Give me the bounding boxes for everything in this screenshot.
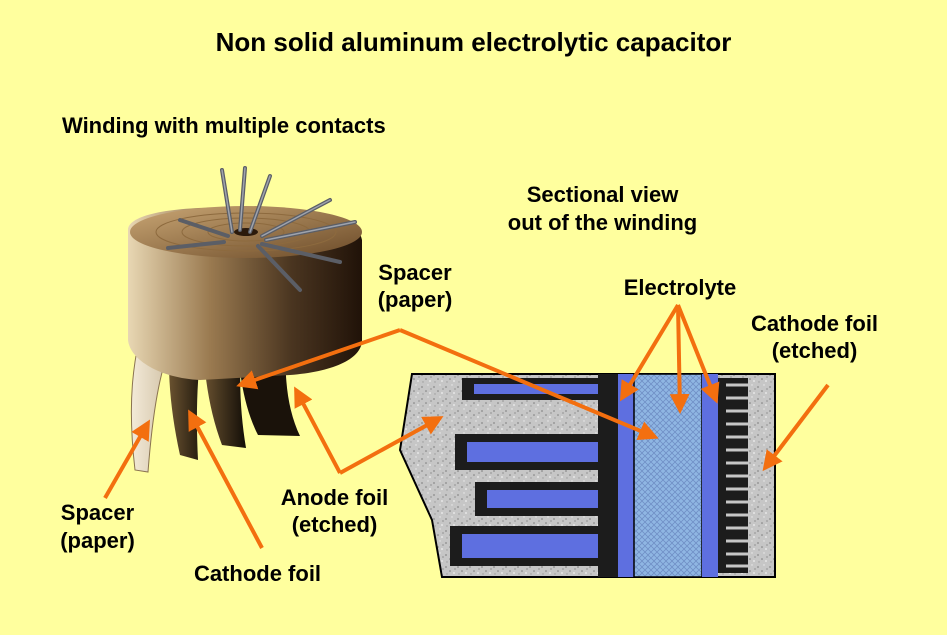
arrow-cathode-etched [762, 383, 830, 472]
label-anode-foil-line2: (etched) [291, 512, 378, 537]
arrow-spacer-bottom [103, 419, 150, 499]
label-anode-foil-line1: Anode foil [280, 485, 389, 510]
arrow-spacer-top-left [236, 328, 401, 390]
capacitor-winding-illustration [128, 166, 362, 473]
arrow-electrolyte-left [619, 303, 680, 402]
label-spacer-bottom-line2: (paper) [60, 528, 135, 553]
pointer-arrows [103, 303, 830, 549]
label-spacer-bottom-line1: Spacer [60, 500, 135, 525]
label-winding: Winding with multiple contacts [62, 113, 386, 138]
sectional-view [398, 373, 776, 578]
label-spacer-top-line2: (paper) [377, 287, 453, 312]
label-electrolyte: Electrolyte [623, 275, 737, 300]
diagram-title: Non solid aluminum electrolytic capacito… [215, 27, 732, 57]
label-sectional-view-line2: out of the winding [507, 210, 698, 235]
label-cathode-foil: Cathode foil [193, 561, 322, 586]
anode-foil-section [450, 374, 618, 577]
arrow-spacer-top-right [399, 328, 659, 441]
arrow-cathode-bottom [188, 409, 264, 549]
electrolyte-layer-left [618, 374, 634, 577]
cathode-foil-section [718, 378, 748, 573]
label-sectional-view-line1: Sectional view [526, 182, 679, 207]
label-spacer-top-line1: Spacer [378, 260, 452, 285]
electrolyte-layer-right [702, 374, 718, 577]
arrow-electrolyte-mid [669, 304, 690, 414]
spacer-paper-section [633, 373, 703, 578]
label-cathode-foil-etched-line1: Cathode foil [750, 311, 879, 336]
arrow-anode-left [294, 386, 342, 474]
label-cathode-foil-etched-line2: (etched) [771, 338, 858, 363]
arrow-electrolyte-right [676, 304, 720, 404]
arrow-anode-right [339, 416, 444, 475]
